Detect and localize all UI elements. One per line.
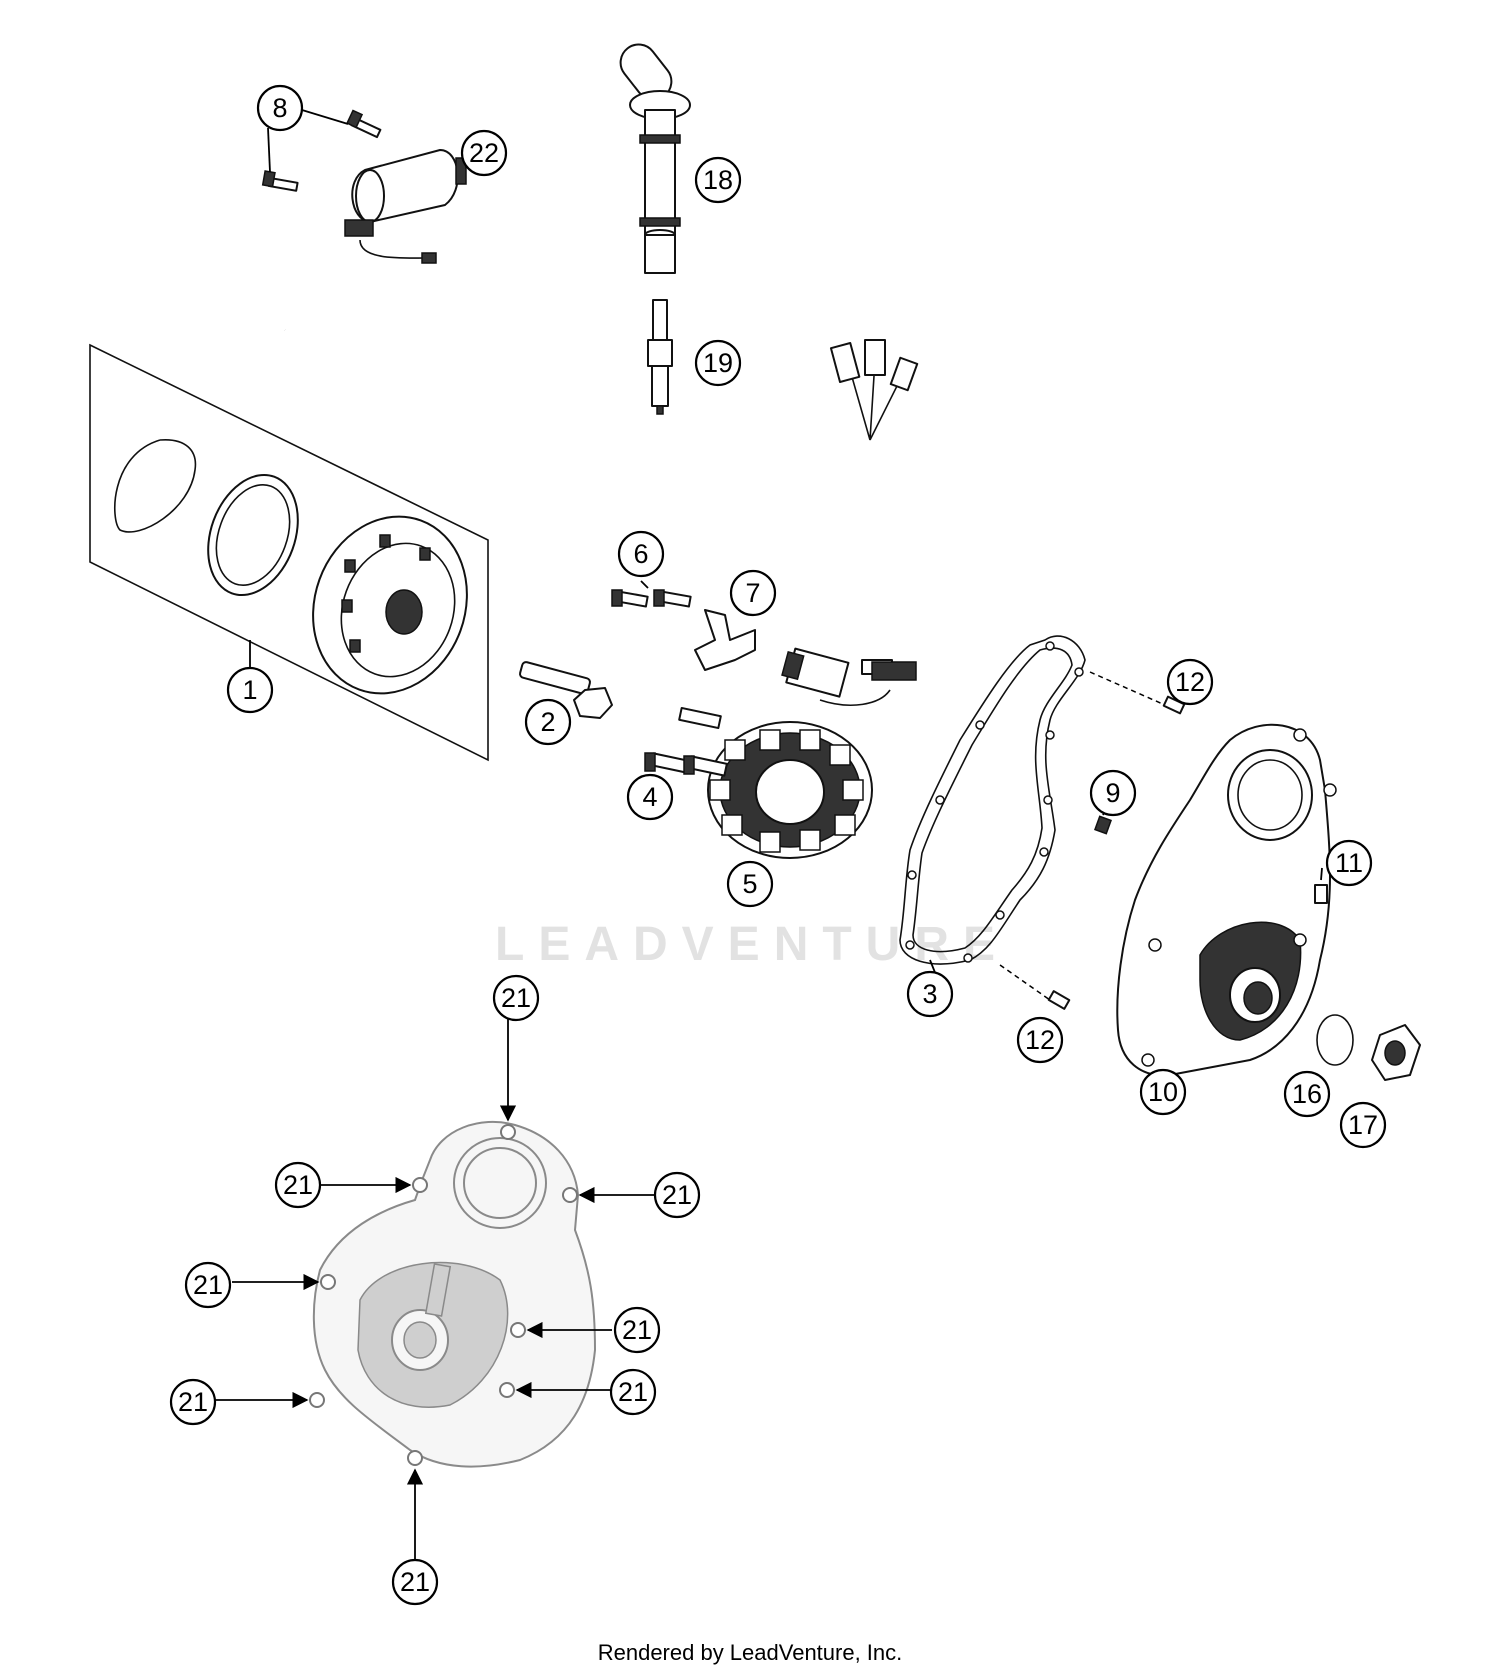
generator-cover-ghost-illustration — [215, 1010, 658, 1580]
svg-text:6: 6 — [633, 539, 648, 569]
callout-8: 8 — [256, 84, 304, 132]
svg-text:12: 12 — [1175, 667, 1205, 697]
svg-text:12: 12 — [1025, 1025, 1055, 1055]
callout-12-bottom: 12 — [1016, 1016, 1064, 1064]
spark-plug-connector-illustration — [619, 43, 691, 274]
footer-credit: Rendered by LeadVenture, Inc. — [597, 1640, 903, 1665]
callout-21-mid-left: 21 — [184, 1261, 232, 1309]
svg-text:21: 21 — [193, 1270, 223, 1300]
callout-21-mid-right: 21 — [613, 1306, 661, 1354]
svg-text:21: 21 — [283, 1170, 313, 1200]
callout-21-upper-right: 21 — [653, 1171, 701, 1219]
callout-2: 2 — [524, 698, 572, 746]
svg-text:21: 21 — [400, 1567, 430, 1597]
svg-text:22: 22 — [469, 138, 499, 168]
svg-text:2: 2 — [540, 707, 555, 737]
svg-text:21: 21 — [178, 1387, 208, 1417]
callout-21-bottom: 21 — [391, 1558, 439, 1606]
callout-18: 18 — [694, 156, 742, 204]
callout-16: 16 — [1283, 1070, 1331, 1118]
svg-text:10: 10 — [1148, 1077, 1178, 1107]
svg-text:3: 3 — [922, 979, 937, 1009]
svg-text:18: 18 — [703, 165, 733, 195]
callout-9: 9 — [1089, 769, 1137, 817]
callout-21-top: 21 — [492, 974, 540, 1022]
svg-text:16: 16 — [1292, 1079, 1322, 1109]
svg-text:8: 8 — [272, 93, 287, 123]
svg-text:11: 11 — [1335, 848, 1363, 878]
svg-text:4: 4 — [642, 782, 657, 812]
spark-plug-illustration — [647, 299, 673, 415]
svg-text:7: 7 — [745, 578, 760, 608]
svg-text:5: 5 — [742, 869, 757, 899]
svg-text:21: 21 — [662, 1180, 692, 1210]
callout-17: 17 — [1339, 1101, 1387, 1149]
callout-7: 7 — [729, 569, 777, 617]
stator-illustration — [707, 339, 919, 859]
svg-text:21: 21 — [501, 983, 531, 1013]
svg-text:17: 17 — [1348, 1110, 1378, 1140]
svg-text:1: 1 — [242, 675, 257, 705]
svg-text:21: 21 — [618, 1377, 648, 1407]
callout-10: 10 — [1139, 1068, 1187, 1116]
flywheel-kit-illustration — [89, 343, 489, 762]
callout-21-lower-right: 21 — [609, 1368, 657, 1416]
generator-cover-illustration — [1116, 723, 1421, 1081]
callout-12-top: 12 — [1166, 658, 1214, 706]
callout-19: 19 — [694, 339, 742, 387]
stator-bolts-illustration — [519, 580, 756, 777]
callout-4: 4 — [626, 773, 674, 821]
callout-3: 3 — [906, 970, 954, 1018]
gasket-illustration — [899, 635, 1186, 1010]
callout-21-upper-left: 21 — [274, 1161, 322, 1209]
ignition-coil-illustration — [261, 109, 467, 332]
callout-5: 5 — [726, 860, 774, 908]
callout-6: 6 — [617, 530, 665, 578]
callout-22: 22 — [460, 129, 508, 177]
callout-1: 1 — [226, 666, 274, 714]
svg-text:19: 19 — [703, 348, 733, 378]
callout-11: 11 — [1325, 839, 1373, 887]
svg-text:21: 21 — [622, 1315, 652, 1345]
svg-text:9: 9 — [1105, 778, 1120, 808]
callout-21-lower-left: 21 — [169, 1378, 217, 1426]
